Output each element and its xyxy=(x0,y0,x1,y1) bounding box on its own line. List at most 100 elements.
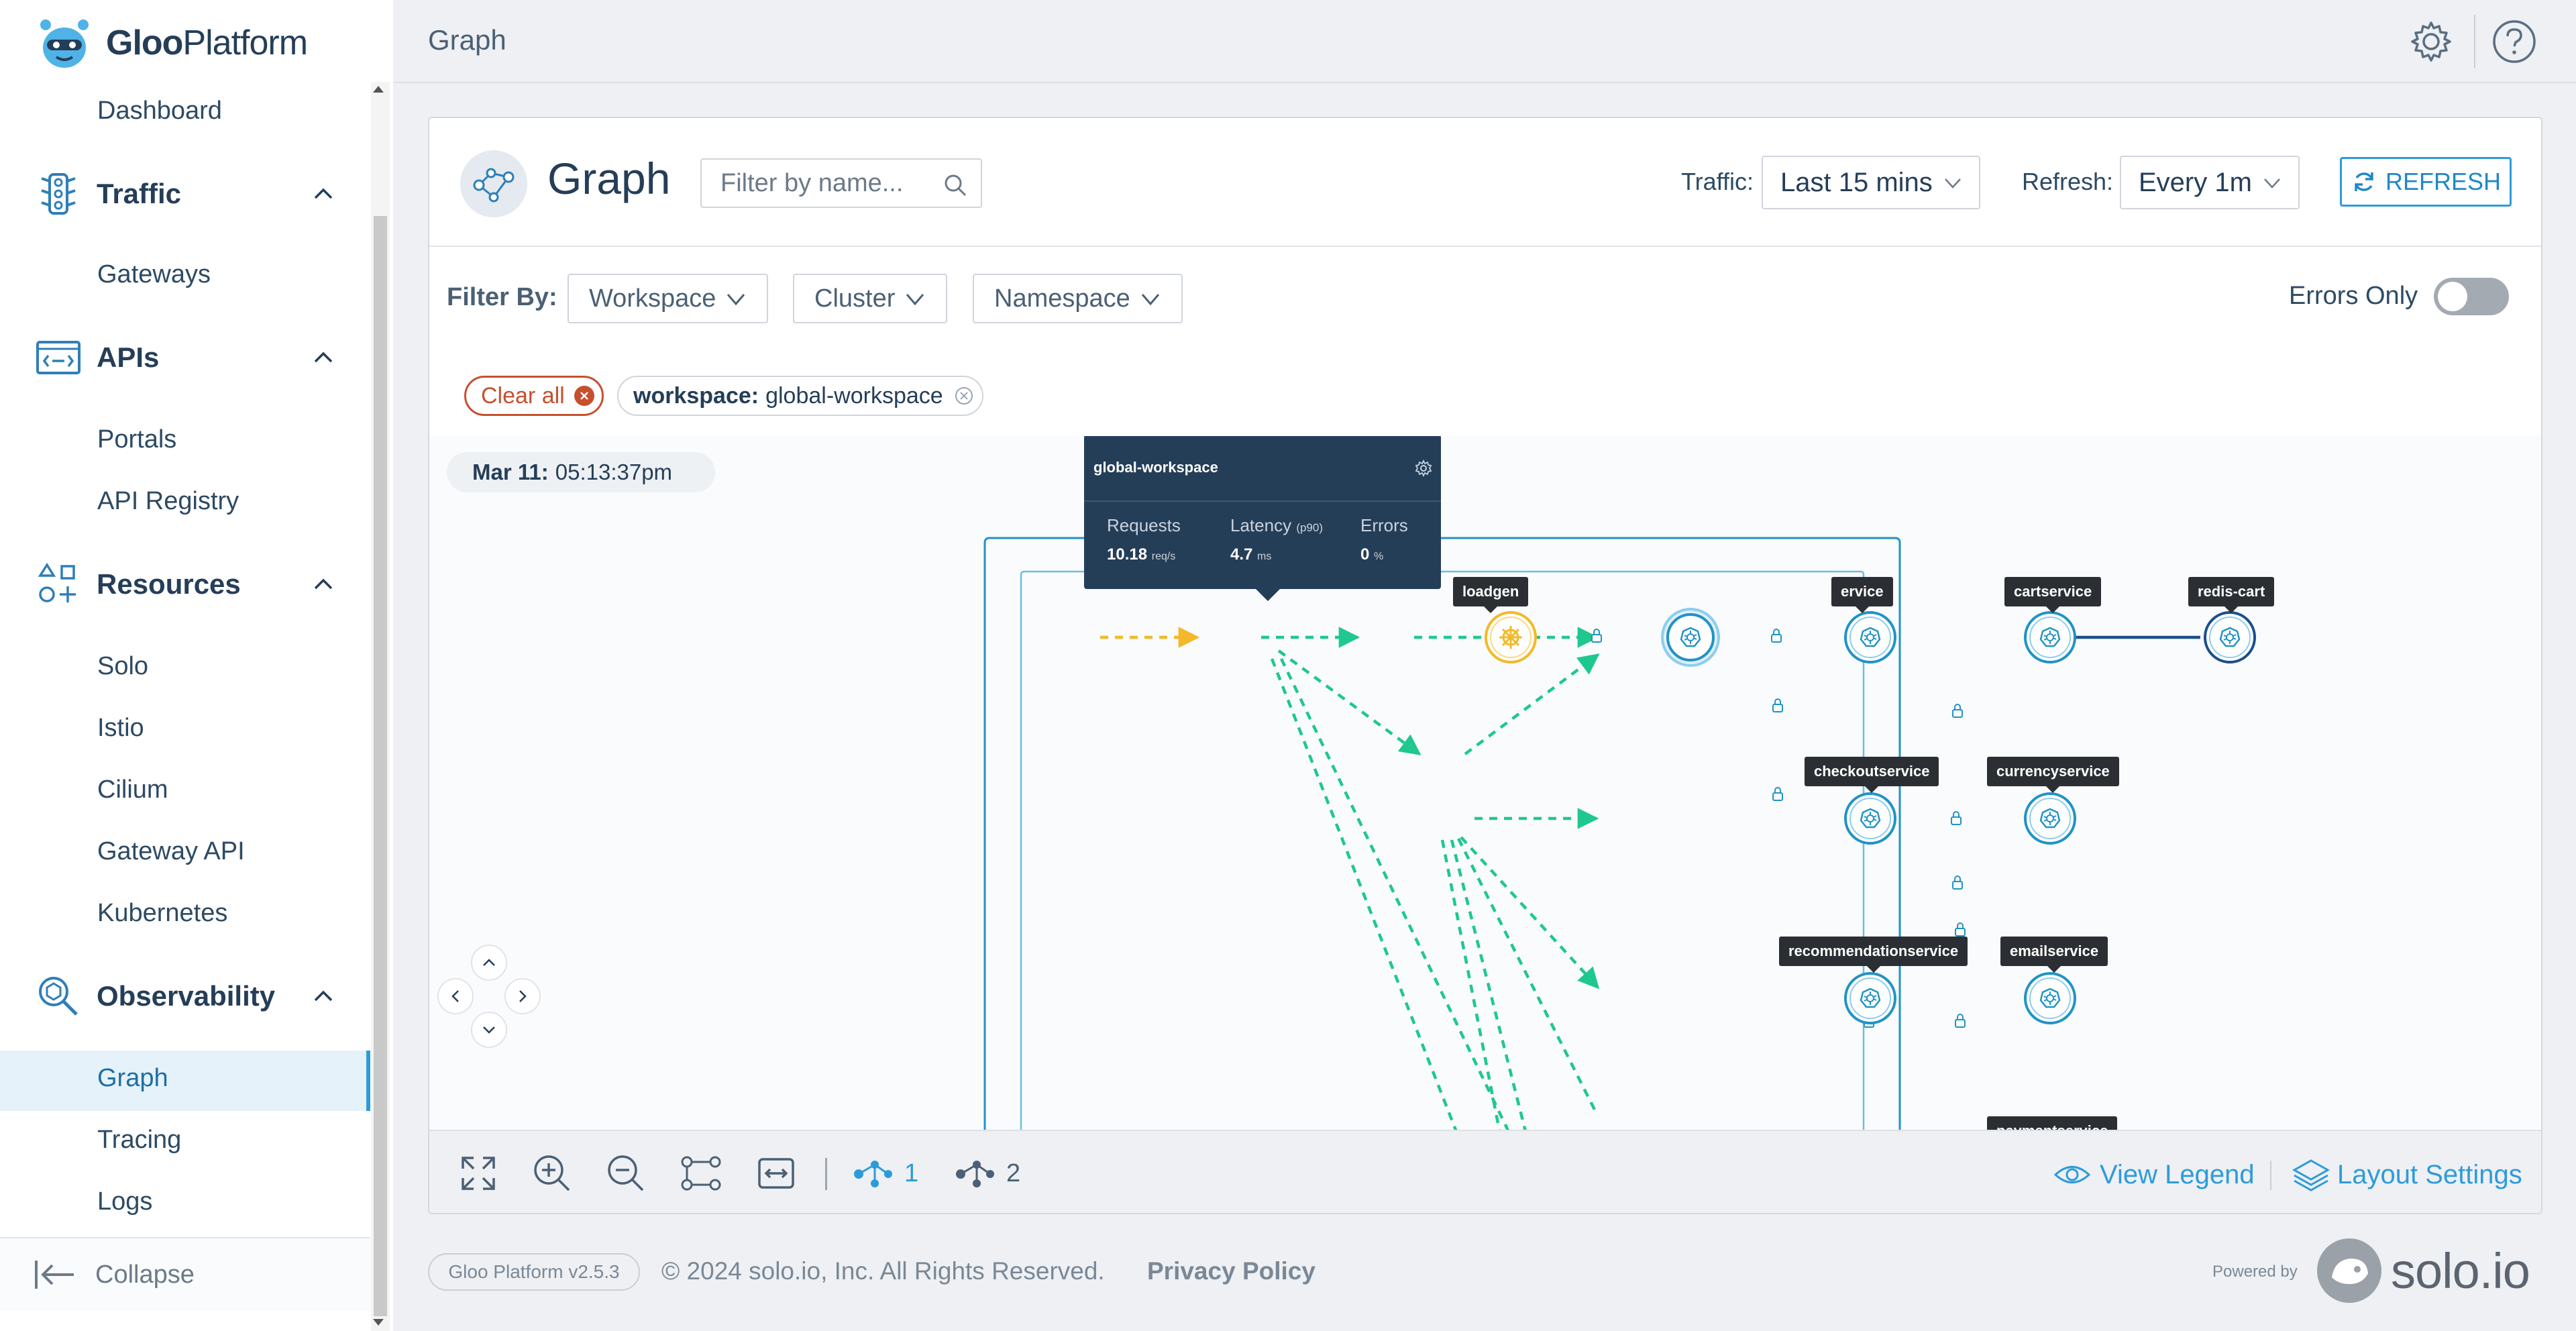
card-header: Graph Traffic: Last 15 mins Refresh: Eve… xyxy=(429,118,2541,247)
collapse-button[interactable]: Collapse xyxy=(0,1237,370,1311)
errors-unit: % xyxy=(1374,551,1384,562)
service-graph[interactable] xyxy=(429,436,2542,1130)
node-cartservice[interactable] xyxy=(2024,611,2076,663)
node-label-checkoutservice: checkoutservice xyxy=(1805,757,1939,793)
graph-canvas[interactable]: loadgen ervice cartservice redis-cart ch… xyxy=(429,436,2542,1130)
help-question-icon[interactable] xyxy=(2487,15,2541,68)
toggle-knob xyxy=(2438,282,2467,311)
namespace-filter-dropdown[interactable]: Namespace xyxy=(973,274,1183,323)
node-recommendationservice[interactable] xyxy=(1844,972,1896,1024)
sidebar-section-label: Traffic xyxy=(97,178,182,209)
node-label-currencyservice: currencyservice xyxy=(1987,757,2119,793)
workspace-filter-dropdown[interactable]: Workspace xyxy=(568,274,769,323)
sidebar-section-apis[interactable]: APIs xyxy=(0,321,370,394)
errors-only-toggle[interactable] xyxy=(2434,278,2509,315)
powered-by-text: Powered by xyxy=(2212,1263,2298,1281)
timestamp-time: 05:13:37pm xyxy=(555,460,673,484)
zoom-in-button[interactable] xyxy=(529,1150,576,1197)
scrollbar-thumb[interactable] xyxy=(374,216,387,1316)
pan-up-button[interactable] xyxy=(471,945,507,981)
refresh-interval-dropdown[interactable]: Every 1m xyxy=(2120,156,2300,209)
clear-all-chip[interactable]: Clear all xyxy=(464,376,604,416)
sidebar-item-cilium[interactable]: Cilium xyxy=(97,776,168,804)
node-currencyservice[interactable] xyxy=(2024,792,2076,845)
sidebar-item-gateway-api[interactable]: Gateway API xyxy=(97,837,245,865)
chip-remove-icon[interactable] xyxy=(954,386,974,406)
latency-label: Latency xyxy=(1230,515,1292,535)
node-loadgenerator[interactable] xyxy=(1485,611,1537,663)
collapse-label: Collapse xyxy=(95,1260,195,1289)
zoom-out-button[interactable] xyxy=(602,1150,649,1197)
search-box[interactable] xyxy=(700,158,982,208)
layout-flow-button[interactable] xyxy=(678,1150,724,1197)
edge-frontend-down-2 xyxy=(1279,658,1509,1130)
version-badge: Gloo Platform v2.5.3 xyxy=(428,1253,640,1291)
traffic-range-dropdown[interactable]: Last 15 mins xyxy=(1762,156,1980,209)
fit-width-icon xyxy=(758,1158,794,1189)
tooltip-caret xyxy=(1256,589,1280,601)
hop-1-button[interactable] xyxy=(851,1150,898,1197)
hop-2-button[interactable] xyxy=(953,1150,1000,1197)
node-label-loadgen: loadgen xyxy=(1453,577,1529,613)
view-legend-button[interactable]: View Legend xyxy=(2053,1151,2255,1198)
sidebar-item-tracing[interactable]: Tracing xyxy=(97,1126,182,1154)
edge-frontend-down-1 xyxy=(1270,658,1458,1130)
brand-name: GlooPlatform xyxy=(106,23,308,63)
scroll-down-arrow-icon[interactable] xyxy=(373,1319,384,1326)
sidebar-item-gateways[interactable]: Gateways xyxy=(97,260,211,288)
node-emailservice[interactable] xyxy=(2024,972,2076,1024)
fit-width-button[interactable] xyxy=(753,1150,800,1197)
node-checkoutservice[interactable] xyxy=(1844,792,1896,845)
sidebar-section-traffic[interactable]: Traffic xyxy=(0,157,370,231)
solo-logo-text: solo.io xyxy=(2391,1242,2530,1299)
latency-unit: ms xyxy=(1257,551,1272,562)
chevron-down-icon xyxy=(483,1026,495,1034)
top-bar: Graph xyxy=(393,0,2576,83)
flow-layout-icon xyxy=(681,1156,721,1191)
brand-rest: Platform xyxy=(182,23,308,62)
hop-2-label: 2 xyxy=(1006,1159,1021,1187)
timestamp-badge: Mar 11: 05:13:37pm xyxy=(447,452,715,492)
zoom-out-icon xyxy=(608,1155,644,1191)
refresh-icon xyxy=(2355,172,2373,191)
tooltip-title: global-workspace xyxy=(1084,436,1441,502)
sidebar-item-graph[interactable]: Graph xyxy=(97,1064,168,1092)
settings-gear-icon[interactable] xyxy=(2404,15,2458,68)
fit-screen-button[interactable] xyxy=(455,1150,502,1197)
pan-left-button[interactable] xyxy=(437,978,474,1014)
sidebar-item-istio[interactable]: Istio xyxy=(97,714,144,742)
namespace-filter-label: Namespace xyxy=(994,284,1130,313)
gloo-platform-logo[interactable]: GlooPlatform xyxy=(32,9,381,76)
toolbar-divider xyxy=(825,1158,827,1190)
sidebar-section-resources[interactable]: Resources xyxy=(0,547,370,621)
api-window-icon xyxy=(36,341,80,374)
sidebar-scrollbar[interactable] xyxy=(371,82,390,1331)
sidebar-item-logs[interactable]: Logs xyxy=(97,1187,153,1216)
pan-down-button[interactable] xyxy=(471,1012,507,1048)
gloo-mascot-icon xyxy=(40,19,89,68)
tooltip-errors: Errors 0 % xyxy=(1360,515,1408,564)
node-frontend[interactable] xyxy=(1661,608,1720,667)
solo-io-logo[interactable]: solo.io xyxy=(2314,1236,2530,1306)
pan-right-button[interactable] xyxy=(504,978,541,1014)
chevron-left-icon xyxy=(451,990,459,1002)
node-redis-cart[interactable] xyxy=(2204,611,2256,663)
sidebar-item-dashboard[interactable]: Dashboard xyxy=(97,97,222,125)
sidebar-item-portals[interactable]: Portals xyxy=(97,425,177,454)
cluster-filter-dropdown[interactable]: Cluster xyxy=(793,274,948,323)
refresh-button[interactable]: REFRESH xyxy=(2340,157,2512,207)
collapse-arrow-icon xyxy=(35,1261,74,1289)
sidebar-item-api-registry[interactable]: API Registry xyxy=(97,487,239,515)
search-input[interactable] xyxy=(719,166,934,200)
sidebar-item-kubernetes[interactable]: Kubernetes xyxy=(97,899,228,927)
solo-logo-mark-icon xyxy=(2317,1238,2381,1303)
privacy-policy-link[interactable]: Privacy Policy xyxy=(1147,1257,1316,1285)
node-productservice[interactable] xyxy=(1844,611,1896,663)
refresh-interval-value: Every 1m xyxy=(2139,167,2252,197)
sidebar-item-solo[interactable]: Solo xyxy=(97,652,149,680)
layout-settings-button[interactable]: Layout Settings xyxy=(2292,1151,2522,1198)
scroll-up-arrow-icon[interactable] xyxy=(373,86,384,93)
sidebar-section-observability[interactable]: Observability xyxy=(0,959,370,1033)
toolbar-divider xyxy=(2270,1161,2271,1190)
tooltip-requests: Requests 10.18 req/s xyxy=(1107,515,1181,564)
